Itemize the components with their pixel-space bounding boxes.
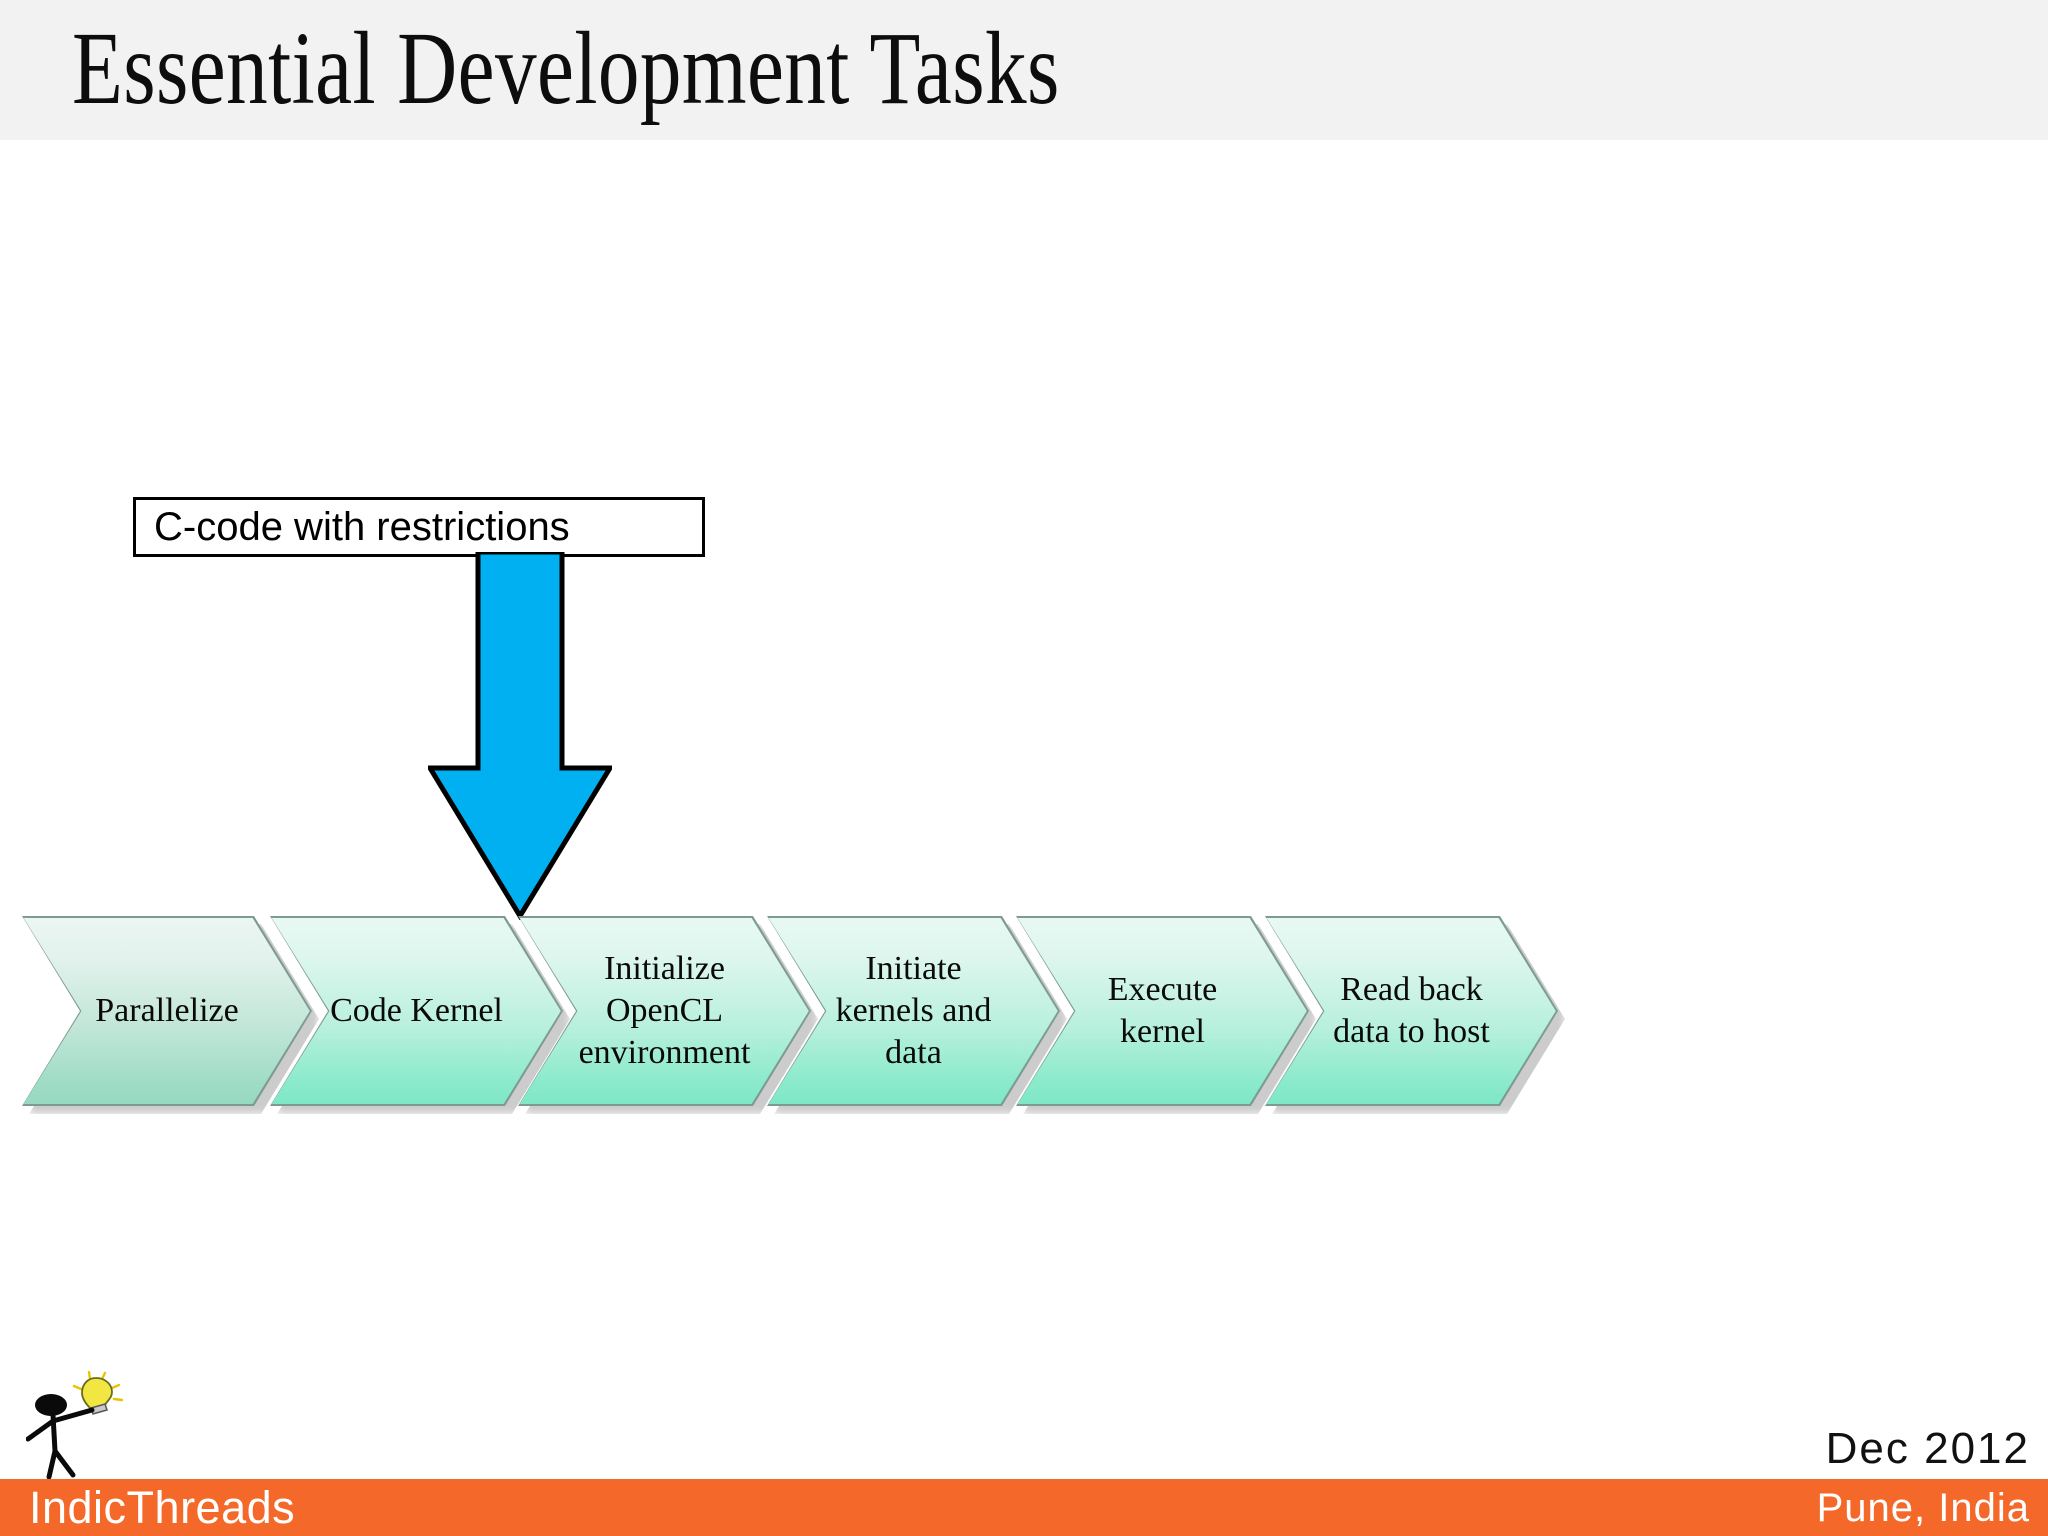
event-date: Dec 2012 bbox=[1825, 1424, 2030, 1473]
flow-step-parallelize[interactable]: Parallelize bbox=[22, 916, 312, 1106]
flow-step-read-back[interactable]: Read back data to host bbox=[1265, 916, 1558, 1106]
chevron-face bbox=[1265, 916, 1558, 1106]
callout-label: C-code with restrictions bbox=[154, 505, 570, 549]
process-flow: Parallelize Code Kernel Initialize OpenC… bbox=[0, 916, 2048, 1106]
callout-box: C-code with restrictions bbox=[133, 497, 705, 557]
stick-figure-with-lightbulb-icon bbox=[26, 1371, 124, 1479]
slide-header-band bbox=[0, 0, 2048, 140]
brand-label: IndicThreads bbox=[29, 1482, 296, 1533]
page-title: Essential Development Tasks bbox=[72, 11, 1060, 126]
footer-bar: IndicThreads Pune, India bbox=[0, 1479, 2048, 1536]
flow-step-initiate-kernels[interactable]: Initiate kernels and data bbox=[767, 916, 1060, 1106]
flow-step-execute-kernel[interactable]: Execute kernel bbox=[1016, 916, 1309, 1106]
event-location: Pune, India bbox=[1816, 1486, 2030, 1530]
down-arrow-icon bbox=[428, 552, 612, 920]
chevron-face bbox=[22, 916, 312, 1106]
